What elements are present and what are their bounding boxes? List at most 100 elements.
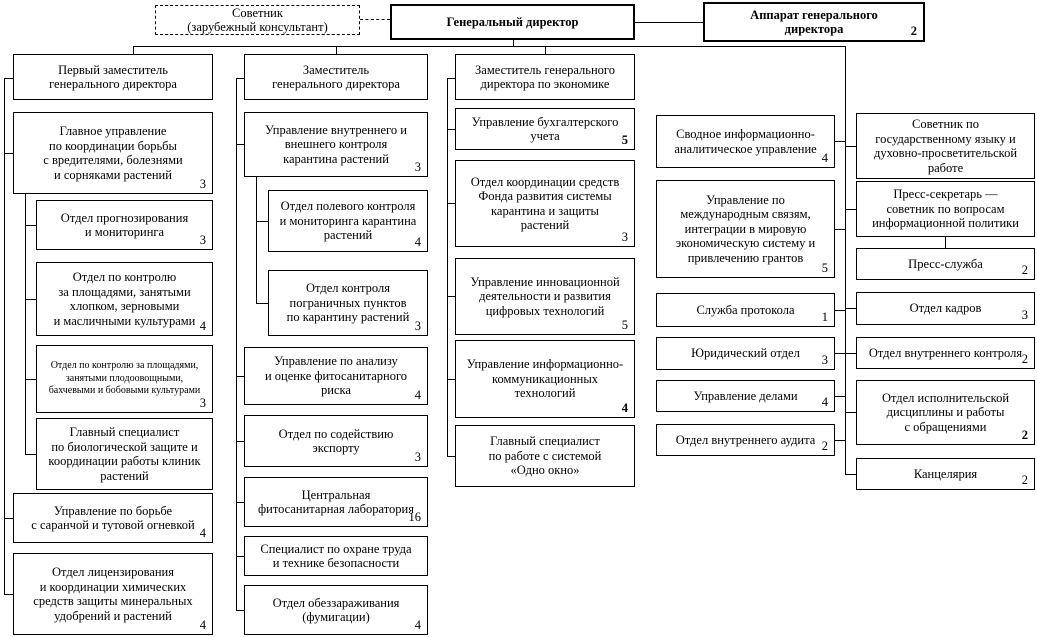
connector-stub xyxy=(845,146,856,147)
staff-count: 3 xyxy=(821,353,828,367)
org-box-locust-control: Управление по борьбе с саранчой и тутово… xyxy=(13,493,213,543)
box-label: Управление внутреннего и внешнего контро… xyxy=(265,122,407,166)
connector-stub xyxy=(236,78,244,79)
staff-count: 3 xyxy=(199,396,206,410)
staff-count: 3 xyxy=(414,160,421,174)
connector-drop-col2 xyxy=(336,46,337,54)
connector-stub xyxy=(835,141,845,142)
connector-stub xyxy=(236,441,244,442)
box-label: Управление по международным связям, инте… xyxy=(675,192,816,265)
box-label: Центральная фитосанитарная лаборатория xyxy=(258,487,414,517)
box-label: Отдел полевого контроля и мониторинга ка… xyxy=(279,199,417,243)
org-box-state-language-advisor: Советник по государственному языку и дух… xyxy=(856,113,1035,179)
connector-stub xyxy=(845,474,856,475)
staff-count: 4 xyxy=(821,395,828,409)
connector-stub xyxy=(447,456,455,457)
box-label: Управление инновационной деятельности и … xyxy=(470,274,620,318)
staff-count: 3 xyxy=(621,230,628,244)
org-box-protocol-service: Служба протокола 1 xyxy=(656,293,835,327)
connector-stub xyxy=(25,299,36,300)
connector-stub xyxy=(4,518,13,519)
box-label: Пресс-секретарь — советник по вопросам и… xyxy=(872,187,1019,231)
connector-stub xyxy=(236,144,244,145)
staff-count: 2 xyxy=(1021,473,1028,487)
connector-stub xyxy=(447,296,455,297)
connector-stub xyxy=(4,153,13,154)
box-label: Отдел прогнозирования и мониторинга xyxy=(60,210,189,240)
box-label: Отдел координации средств Фонда развития… xyxy=(470,174,620,233)
org-box-accounting: Управление бухгалтерского учета 5 xyxy=(455,108,635,150)
org-box-fruit-veg-control: Отдел по контролю за площадями, занятыми… xyxy=(36,345,213,413)
org-box-fumigation: Отдел обеззараживания (фумигации) 4 xyxy=(244,585,428,635)
org-box-general-director: Генеральный директор xyxy=(390,4,635,40)
staff-count: 2 xyxy=(821,439,828,453)
connector-col1-inner-rail xyxy=(25,194,26,454)
connector-col2-inner-rail xyxy=(256,177,257,303)
connector-apparatus xyxy=(635,22,703,23)
box-label: Управление по анализу и оценке фитосанит… xyxy=(264,354,408,398)
staff-count: 4 xyxy=(621,401,628,415)
org-box-central-lab: Центральная фитосанитарная лаборатория 1… xyxy=(244,477,428,527)
box-label: Отдел по содействию экспорту xyxy=(278,426,394,456)
staff-count: 3 xyxy=(414,450,421,464)
org-box-hr-department: Отдел кадров 3 xyxy=(856,292,1035,325)
staff-count: 2 xyxy=(910,24,917,38)
staff-count: 4 xyxy=(199,319,206,333)
staff-count: 5 xyxy=(621,318,628,332)
connector-press-service-drop xyxy=(945,237,946,248)
connector-advisor-dashed xyxy=(360,19,390,20)
connector-stub xyxy=(845,209,856,210)
staff-count: 3 xyxy=(199,233,206,247)
connector-stub xyxy=(845,308,856,309)
box-label: Служба протокола xyxy=(696,302,795,317)
org-box-first-deputy: Первый заместитель генерального директор… xyxy=(13,54,213,100)
box-label: Отдел кадров xyxy=(909,301,982,316)
box-label: Первый заместитель генерального директор… xyxy=(49,62,177,92)
box-label: Специалист по охране труда и технике без… xyxy=(260,541,412,571)
connector-director-drop xyxy=(513,40,514,46)
connector-stub xyxy=(236,502,244,503)
box-label: Аппарат генерального директора xyxy=(750,7,878,37)
box-label: Отдел по контролю за площадями, занятыми… xyxy=(53,270,196,328)
box-label: Отдел лицензирования и координации химич… xyxy=(33,565,193,623)
connector-stub xyxy=(835,440,845,441)
connector-stub xyxy=(835,396,845,397)
box-label: Канцелярия xyxy=(913,466,978,481)
box-label: Отдел контроля пограничных пунктов по ка… xyxy=(286,281,410,325)
box-label: Отдел по контролю за площадями, занятыми… xyxy=(48,360,201,397)
org-box-field-control: Отдел полевого контроля и мониторинга ка… xyxy=(268,190,428,252)
box-label: Главный специалист по работе с системой … xyxy=(488,434,602,478)
org-box-director-apparatus: Аппарат генерального директора 2 xyxy=(703,2,925,42)
box-label: Советник по государственному языку и дух… xyxy=(873,117,1018,175)
staff-count: 4 xyxy=(199,618,206,632)
org-box-licensing-chemicals: Отдел лицензирования и координации химич… xyxy=(13,553,213,635)
staff-count: 2 xyxy=(1021,428,1028,442)
org-box-ict: Управление информационно- коммуникационн… xyxy=(455,340,635,418)
connector-stub xyxy=(835,353,845,354)
box-label: Сводное информационно- аналитическое упр… xyxy=(674,127,817,156)
org-box-phytosanitary-risk: Управление по анализу и оценке фитосанит… xyxy=(244,347,428,405)
box-label: Отдел внутреннего аудита xyxy=(675,432,816,447)
staff-count: 5 xyxy=(821,261,828,275)
connector-stub xyxy=(447,129,455,130)
org-box-labor-safety-specialist: Специалист по охране труда и технике без… xyxy=(244,536,428,576)
org-box-fund-coordination: Отдел координации средств Фонда развития… xyxy=(455,160,635,247)
org-box-press-secretary: Пресс-секретарь — советник по вопросам и… xyxy=(856,181,1035,237)
connector-stub xyxy=(447,379,455,380)
box-label: Пресс-служба xyxy=(908,256,983,271)
box-label: Отдел обеззараживания (фумигации) xyxy=(272,595,400,625)
org-box-legal-department: Юридический отдел 3 xyxy=(656,337,835,370)
org-box-deputy-economics: Заместитель генерального директора по эк… xyxy=(455,54,635,100)
box-label: Управление информационно- коммуникационн… xyxy=(466,357,624,401)
connector-right-rail xyxy=(845,46,846,474)
connector-stub xyxy=(4,594,13,595)
box-label: Управление по борьбе с саранчой и тутово… xyxy=(31,503,195,533)
connector-stub xyxy=(835,229,845,230)
box-label: Советник (зарубежный консультант) xyxy=(187,5,328,35)
staff-count: 5 xyxy=(621,133,628,147)
box-label: Управление бухгалтерского учета xyxy=(471,114,619,144)
connector-col2-rail xyxy=(236,78,237,610)
org-box-deputy-director: Заместитель генерального директора xyxy=(244,54,428,100)
org-box-bio-protection-specialist: Главный специалист по биологической защи… xyxy=(36,418,213,490)
